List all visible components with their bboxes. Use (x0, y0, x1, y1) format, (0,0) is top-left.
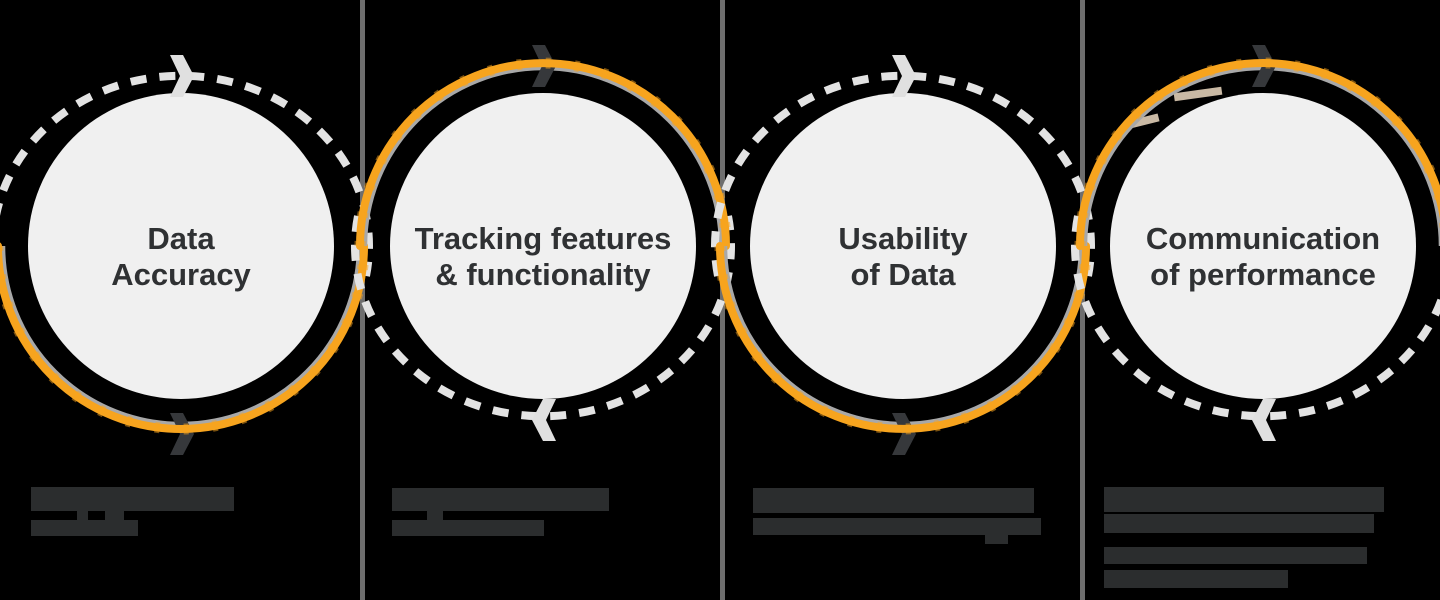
caption-bar (985, 535, 1008, 544)
dashed-ring (0, 71, 373, 277)
caption-bar (31, 487, 234, 511)
tan-dash (1173, 86, 1223, 102)
caption-bar (753, 488, 1034, 513)
orange-wave-texture (0, 245, 370, 435)
topic-disc (390, 93, 696, 399)
panel-4-title: Communication of performance (1145, 221, 1381, 292)
caption-bar (427, 510, 443, 520)
cycle-panel-3 (711, 55, 1095, 455)
panel-2-title: Tracking features & functionality (414, 221, 672, 292)
orange-wave-texture (714, 245, 1092, 435)
caption-bar (1104, 570, 1288, 588)
tan-dash (1128, 113, 1160, 129)
topic-disc (1110, 93, 1416, 399)
caption-bar (77, 510, 88, 520)
light-arrow-right-icon (170, 55, 194, 97)
orange-wave-texture (1074, 57, 1440, 247)
caption-bar (753, 518, 1041, 535)
dark-arrow-right-icon (892, 413, 916, 455)
divider-line (360, 0, 365, 600)
divider-line (720, 0, 725, 600)
panel-1-title: Data Accuracy (111, 221, 251, 292)
caption-bar (392, 488, 609, 511)
caption-bar (1104, 487, 1384, 512)
caption-bar (105, 510, 124, 520)
cycle-panel-2 (351, 45, 735, 441)
caption-bar (392, 520, 544, 536)
topic-disc (28, 93, 334, 399)
dashed-ring (351, 215, 735, 421)
light-arrow-left-icon (1252, 399, 1276, 441)
caption-bar (1104, 547, 1367, 564)
light-arrow-left-icon (532, 399, 556, 441)
dark-arrow-right-icon (170, 413, 194, 455)
light-arrow-right-icon (892, 55, 916, 97)
orange-wave-texture (354, 57, 732, 247)
divider-line (1080, 0, 1085, 600)
cycle-panel-4 (1071, 45, 1440, 441)
cycle-panel-1 (0, 55, 373, 455)
topic-disc (750, 93, 1056, 399)
dashed-ring (711, 71, 1095, 277)
dashed-ring (1071, 215, 1440, 421)
divider-lines (360, 0, 1085, 600)
panel-3-title: Usability of Data (838, 221, 968, 292)
caption-bar (31, 520, 138, 536)
caption-bar (1104, 514, 1374, 533)
